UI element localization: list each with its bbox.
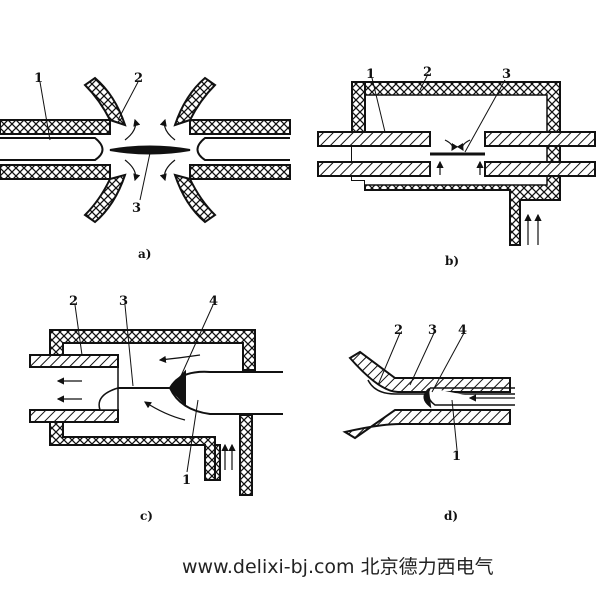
label-d-2: 2 xyxy=(394,323,403,338)
caption-d: d) xyxy=(444,509,458,523)
label-a-3: 3 xyxy=(132,201,141,216)
label-a-2: 2 xyxy=(134,71,143,86)
figure-d xyxy=(342,332,515,451)
figure-a xyxy=(0,76,291,224)
label-c-4: 4 xyxy=(209,294,218,309)
figure-b xyxy=(317,73,596,246)
label-c-1: 1 xyxy=(182,473,191,488)
label-b-1: 1 xyxy=(366,67,375,82)
label-b-3: 3 xyxy=(502,67,511,82)
label-d-3: 3 xyxy=(428,323,437,338)
label-c-2: 2 xyxy=(69,294,78,309)
caption-c: c) xyxy=(140,509,153,523)
label-c-3: 3 xyxy=(119,294,128,309)
label-b-2: 2 xyxy=(423,65,432,80)
caption-a: a) xyxy=(138,247,151,261)
caption-b: b) xyxy=(445,254,459,268)
label-d-4: 4 xyxy=(458,323,467,338)
label-a-1: 1 xyxy=(34,71,43,86)
figure-c xyxy=(29,304,283,496)
watermark-text: www.delixi-bj.com 北京德力西电气 xyxy=(182,556,494,578)
label-d-1: 1 xyxy=(452,449,461,464)
